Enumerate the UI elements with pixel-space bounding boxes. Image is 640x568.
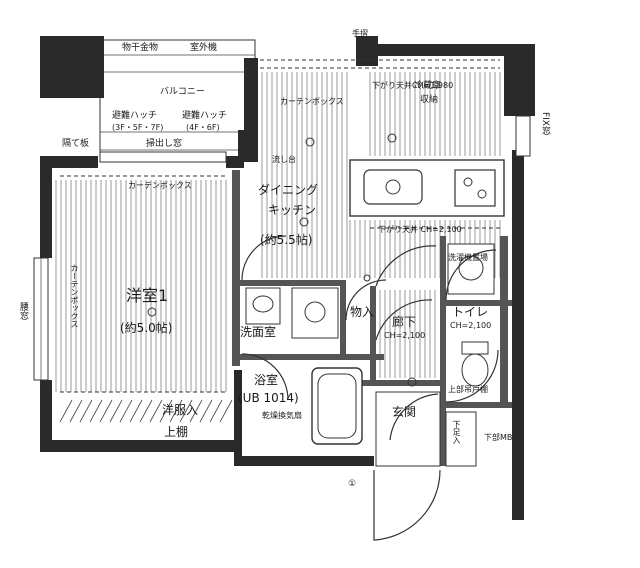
balcony-label: バルコニー: [160, 87, 205, 97]
closet-label: 物入: [350, 305, 375, 319]
toilet-label: トイレ: [452, 305, 489, 319]
storage-shelf-label: 上部吊戸棚: [448, 385, 488, 394]
closet-hatch-line: [159, 399, 173, 423]
fridge-label: 冷蔵庫: [414, 81, 442, 91]
closet-hatch-line: [149, 399, 163, 423]
closet-hatch-line: [169, 399, 183, 423]
door-swings: [241, 235, 499, 541]
kitchen-counter: [349, 159, 505, 217]
lower-mb-label: 下部MB: [484, 433, 513, 442]
ceiling-lights: [147, 133, 417, 387]
upper-shelf-label: 上棚: [164, 425, 189, 439]
shoe-box-label: 下足入: [452, 420, 461, 444]
curtain-box-room-label: カーテンボックス: [128, 181, 192, 190]
western-room-name: 洋室1: [126, 286, 169, 305]
toilet-ceiling: CH=2,100: [450, 321, 492, 330]
bathroom-label: 浴室: [254, 373, 279, 387]
outdoor-unit-label: 室外機: [190, 43, 218, 53]
closet-hatch-line: [79, 399, 93, 423]
closet-hatch: [59, 399, 233, 423]
closet-hatch-line: [219, 399, 233, 423]
inner-walls: [232, 170, 512, 466]
hatch-b-label: 避難ハッチ: [182, 111, 228, 121]
toilet-fixture: [461, 341, 489, 387]
fix-window-label: FIX窓: [540, 112, 550, 135]
western-room-size: (約5.0帖): [120, 321, 173, 335]
curtain-box-side-label: カーテンボックス: [70, 264, 79, 328]
closet-wr-label: 洋服入: [162, 403, 199, 417]
entrance-outline: [375, 391, 477, 467]
closet-hatch-line: [139, 399, 153, 423]
hall-floor: [379, 290, 436, 378]
closet-hatch-line: [119, 399, 133, 423]
dining-label: ダイニング: [258, 183, 319, 197]
closet-hatch-line: [99, 399, 113, 423]
closet-hatch-line: [129, 399, 143, 423]
hatch-a-floors: (3F・5F・7F): [112, 123, 164, 132]
washbasin: [245, 287, 339, 339]
entry-marker: ①: [348, 479, 357, 489]
exit-window-label: 掃出し窓: [146, 139, 183, 149]
windows: [33, 115, 531, 381]
outer-walls: [40, 36, 535, 520]
kitchen-label: キッチン: [268, 203, 317, 217]
closet-hatch-line: [209, 399, 223, 423]
storage-label: 収納: [420, 95, 439, 105]
washroom-label: 洗面室: [240, 325, 277, 339]
sink-label: 流し台: [272, 155, 296, 164]
beam-ceiling-label: 下がり天井 CH=2,100: [378, 225, 462, 234]
closet-hatch-line: [109, 399, 123, 423]
hallway-label: 廊下: [392, 315, 417, 329]
ceiling-lines: [60, 59, 500, 393]
closet-hatch-line: [199, 399, 213, 423]
kitchen-floor: [261, 72, 501, 278]
hatch-b-floors: (4F・6F): [186, 123, 220, 132]
washer-space-label: 洗濯機置場: [448, 253, 488, 262]
partition-label: 隔て板: [62, 139, 90, 149]
entrance-label: 玄関: [392, 405, 417, 419]
bathroom-unit: (UB 1014): [238, 391, 299, 405]
closet-hatch-line: [189, 399, 203, 423]
bathtub: [311, 367, 363, 445]
closet-hatch-line: [179, 399, 193, 423]
dryer-label: 乾燥換気扇: [262, 411, 302, 420]
side-window-label: 腰窓: [18, 302, 28, 320]
washer-fixture: [447, 243, 495, 295]
drying-rod-label: 物干金物: [122, 43, 159, 53]
closet-hatch-line: [69, 399, 83, 423]
dining-kitchen-size: (約5.5帖): [260, 233, 313, 247]
closet-hatch-line: [89, 399, 103, 423]
upper-beam-label: 下がり天井CH=1,980: [372, 81, 454, 90]
hallway-ceiling: CH=2,100: [384, 331, 426, 340]
handrail-label: 手摺: [352, 29, 368, 38]
closet-hatch-line: [59, 399, 73, 423]
western-room-floor: [55, 180, 227, 392]
hatch-a-label: 避難ハッチ: [112, 111, 158, 121]
curtain-box-top-label: カーテンボックス: [280, 97, 344, 106]
